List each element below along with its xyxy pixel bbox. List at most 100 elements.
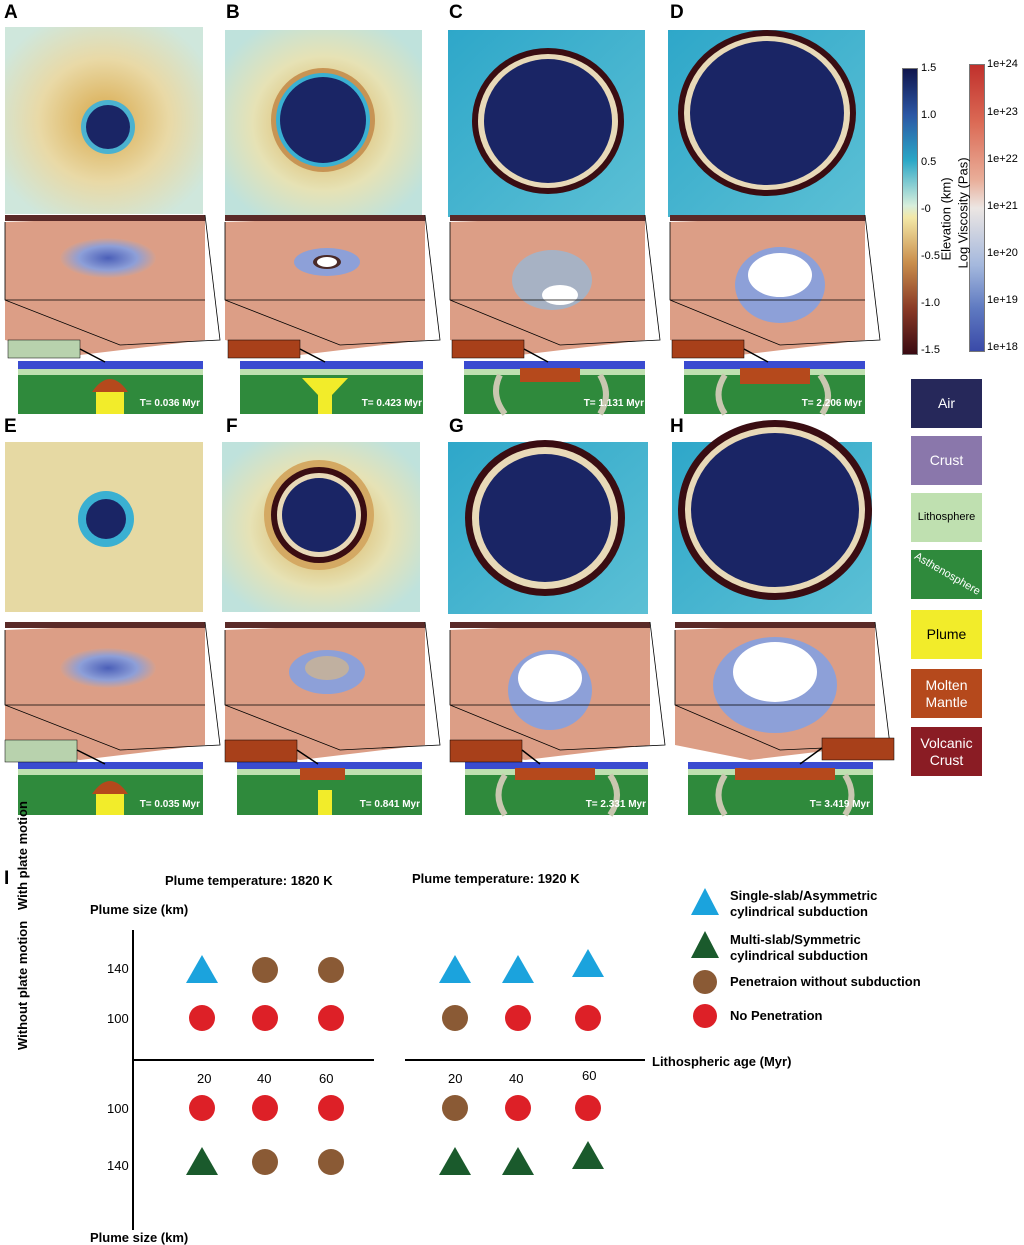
panel-e-cross-section <box>4 739 203 815</box>
legend-air: Air <box>911 379 982 428</box>
elev-tick: 0.5 <box>921 156 937 168</box>
panel-label-b: B <box>226 2 240 23</box>
panel-g-cross-section <box>449 739 648 817</box>
outcome-marker-circle-red <box>189 1095 215 1121</box>
panel-label-h: H <box>670 416 684 437</box>
panel-e-elevation-map <box>5 442 203 612</box>
elev-tick: -0 <box>921 203 931 215</box>
elev-tick: 1.0 <box>921 109 937 121</box>
legend-penetration: Penetraion without subduction <box>730 974 921 989</box>
legend-circle-brown-icon <box>693 970 717 994</box>
outcome-marker-triangle-blue <box>572 949 604 977</box>
viscosity-colorbar <box>969 64 985 352</box>
visc-tick: 1e+20 <box>987 247 1018 259</box>
outcome-marker-circle-red <box>252 1005 278 1031</box>
elevation-colorbar <box>902 68 918 355</box>
panel-f-cross-section <box>224 739 422 815</box>
x-axis-label: Lithospheric age (Myr) <box>652 1054 792 1069</box>
panel-a-cross-section <box>7 339 203 414</box>
panel-label-f: F <box>226 416 238 437</box>
time-d: T= 2.206 Myr <box>801 398 862 409</box>
visc-tick: 1e+23 <box>987 106 1018 118</box>
panel-f-viscosity-box <box>224 621 441 760</box>
time-h: T= 3.419 Myr <box>809 799 870 810</box>
age-label: 60 <box>319 1071 334 1086</box>
visc-tick: 1e+19 <box>987 294 1018 306</box>
panel-a-elevation-map <box>5 27 203 214</box>
outcome-marker-triangle-blue <box>502 955 534 983</box>
time-g: T= 2.331 Myr <box>585 799 646 810</box>
outcome-marker-triangle-green <box>572 1141 604 1169</box>
panel-f-elevation-map <box>222 442 420 612</box>
panel-i-plot <box>132 930 645 1230</box>
outcome-marker-circle-red <box>505 1095 531 1121</box>
panel-g-elevation-map <box>448 440 648 614</box>
legend-no-penetration: No Penetration <box>730 1008 823 1023</box>
legend-single-slab: Single-slab/Asymmetric cylindrical subdu… <box>730 888 878 919</box>
age-label: 20 <box>448 1071 463 1086</box>
legend-plume: Plume <box>911 610 982 659</box>
panel-i-legend-symbols <box>691 888 719 1028</box>
outcome-marker-circle-red <box>318 1095 344 1121</box>
age-label: 40 <box>257 1071 272 1086</box>
panel-label-i: I <box>4 868 10 889</box>
time-e: T= 0.035 Myr <box>139 799 200 810</box>
age-label: 20 <box>197 1071 212 1086</box>
plume-size-top-label: Plume size (km) <box>90 902 189 917</box>
outcome-marker-circle-brown <box>442 1005 468 1031</box>
outcome-marker-circle-brown <box>318 1149 344 1175</box>
outcome-marker-triangle-green <box>186 1147 218 1175</box>
panel-label-a: A <box>4 2 18 23</box>
size-label: 140 <box>107 1158 129 1173</box>
panel-b-elevation-map <box>225 30 422 217</box>
legend-circle-red-icon <box>693 1004 717 1028</box>
simulation-figure <box>4 27 895 817</box>
with-motion-label: With plate motion <box>15 801 30 911</box>
panel-c-viscosity-box <box>449 214 661 355</box>
panel-h-cross-section <box>688 737 895 817</box>
panel-g-viscosity-box <box>449 621 666 760</box>
legend-multi-slab: Multi-slab/Symmetric cylindrical subduct… <box>730 932 868 963</box>
elev-tick: -1.5 <box>921 344 940 356</box>
outcome-marker-triangle-green <box>502 1147 534 1175</box>
outcome-marker-circle-red <box>252 1095 278 1121</box>
outcome-marker-circle-red <box>575 1005 601 1031</box>
time-a: T= 0.036 Myr <box>139 398 200 409</box>
legend-crust: Crust <box>911 436 982 485</box>
panel-label-d: D <box>670 2 684 23</box>
elev-tick: -1.0 <box>921 297 940 309</box>
viscosity-title: Log Viscosity (Pas) <box>955 157 971 269</box>
outcome-marker-circle-red <box>189 1005 215 1031</box>
legend-lithosphere: Lithosphere <box>911 493 982 542</box>
outcome-marker-circle-brown <box>442 1095 468 1121</box>
outcome-marker-triangle-green <box>439 1147 471 1175</box>
elevation-title: Elevation (km) <box>938 177 954 261</box>
legend-triangle-green-icon <box>691 931 719 958</box>
temp-1820-title: Plume temperature: 1820 K <box>165 873 333 888</box>
legend-asthenosphere: Asthenosphere <box>911 550 982 599</box>
outcome-marker-triangle-blue <box>186 955 218 983</box>
outcome-marker-circle-brown <box>252 957 278 983</box>
outcome-marker-circle-brown <box>318 957 344 983</box>
panel-label-e: E <box>4 416 17 437</box>
visc-tick: 1e+24 <box>987 58 1018 70</box>
outcome-marker-triangle-blue <box>439 955 471 983</box>
size-label: 100 <box>107 1011 129 1026</box>
age-label: 60 <box>582 1068 597 1083</box>
legend-molten-mantle: Molten Mantle <box>911 669 982 718</box>
plume-size-bottom-label: Plume size (km) <box>90 1230 189 1245</box>
panel-d-elevation-map <box>668 30 865 217</box>
outcome-marker-circle-red <box>318 1005 344 1031</box>
outcome-marker-circle-red <box>575 1095 601 1121</box>
panel-e-viscosity-box <box>4 621 221 760</box>
outcome-marker-circle-red <box>505 1005 531 1031</box>
time-c: T= 1.131 Myr <box>583 398 644 409</box>
visc-tick: 1e+22 <box>987 153 1018 165</box>
panel-c-elevation-map <box>448 30 645 217</box>
legend-volcanic-crust: Volcanic Crust <box>911 727 982 776</box>
panel-h-viscosity-box <box>674 621 891 760</box>
visc-tick: 1e+18 <box>987 341 1018 353</box>
elev-tick: -0.5 <box>921 250 940 262</box>
size-label: 100 <box>107 1101 129 1116</box>
panel-h-elevation-map <box>672 420 872 614</box>
